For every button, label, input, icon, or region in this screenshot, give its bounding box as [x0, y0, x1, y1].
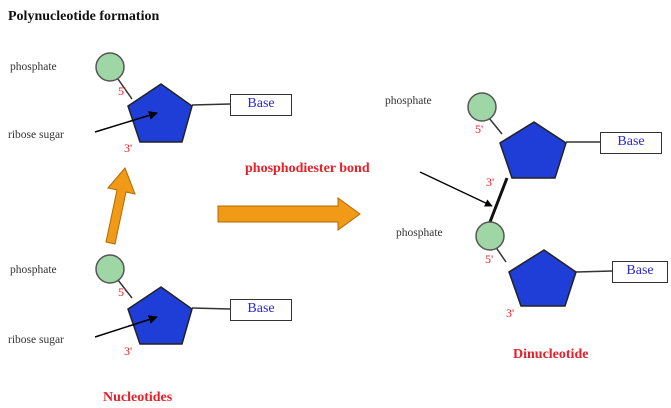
prime-5-label: 5' [118, 84, 127, 98]
sugar-base-link [191, 103, 231, 106]
phosphate-sugar-link [117, 78, 133, 100]
sugar-pointer-arrow [94, 315, 158, 338]
sugar-base-link [575, 270, 613, 273]
phosphate-sugar-link [117, 279, 133, 299]
prime-3-label: 3' [486, 175, 495, 189]
prime-3-label: 3' [124, 344, 133, 358]
phosphate-label: phosphate [10, 264, 57, 276]
ribose-sugar-pentagon [127, 286, 193, 345]
bond-pointer-arrow [419, 171, 493, 207]
ribose-sugar-pentagon [508, 249, 577, 307]
phosphodiester-bond-line [488, 177, 509, 223]
phosphate-label: phosphate [385, 95, 432, 107]
nucleotide-top [94, 52, 231, 143]
base-box: Base [230, 94, 292, 116]
sugar-pointer-arrow [94, 111, 158, 133]
page-title: Polynucleotide formation [8, 9, 160, 24]
prime-3-label: 3' [506, 306, 515, 320]
phosphate-sugar-link [488, 117, 503, 135]
dinucleotide [419, 92, 613, 307]
sugar-base-link [191, 307, 231, 310]
orange-right-arrow [217, 197, 361, 231]
dinucleotide-caption: Dinucleotide [513, 347, 589, 362]
phosphate-circle [95, 52, 125, 82]
nucleotides-caption: Nucleotides [103, 390, 173, 405]
base-box: Base [230, 299, 292, 321]
phosphate-circle [95, 254, 125, 284]
base-box: Base [600, 132, 662, 154]
prime-5-label: 5' [485, 252, 494, 266]
phosphodiester-bond-label: phosphodiester bond [245, 161, 370, 176]
base-box: Base [612, 261, 668, 283]
prime-3-label: 3' [124, 141, 133, 155]
ribose-sugar-pentagon [127, 83, 193, 143]
orange-up-arrow [105, 167, 136, 245]
phosphate-label: phosphate [10, 61, 57, 73]
phosphate-circle [467, 92, 497, 122]
ribose-sugar-pentagon [499, 121, 567, 179]
phosphate-circle [475, 221, 505, 251]
nucleotide-bottom [94, 254, 231, 345]
ribose-sugar-label: ribose sugar [8, 129, 64, 141]
phosphate-label: phosphate [396, 227, 443, 239]
prime-5-label: 5' [118, 285, 127, 299]
ribose-sugar-label: ribose sugar [8, 334, 64, 346]
prime-5-label: 5' [475, 122, 484, 136]
